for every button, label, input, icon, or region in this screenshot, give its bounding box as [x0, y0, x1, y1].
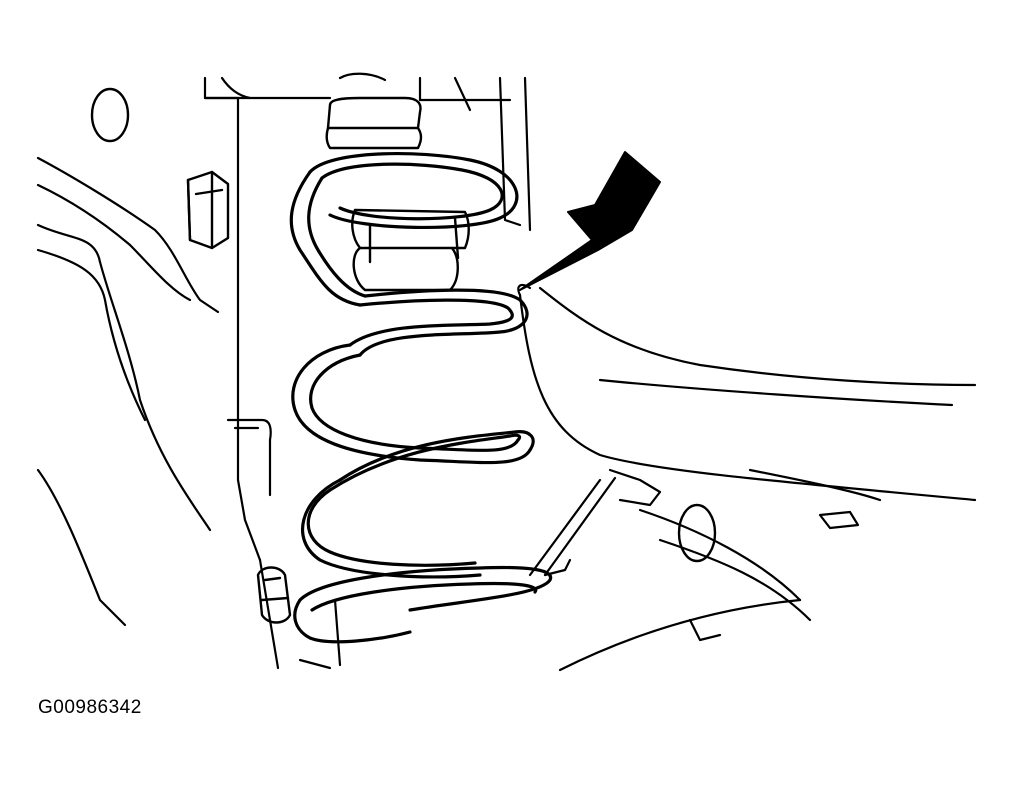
strut-rod-end — [256, 566, 292, 624]
left-frame-rail — [36, 156, 220, 627]
coil-spring — [289, 151, 553, 644]
strut-tower — [203, 72, 532, 562]
mounting-hole-upper-left — [90, 87, 130, 143]
arrow-icon — [519, 151, 661, 291]
lower-bracket — [226, 418, 882, 672]
hex-bolt — [186, 170, 230, 250]
lower-control-arm — [517, 283, 977, 502]
upper-spring-seat — [325, 96, 470, 292]
figure-id-caption: G00986342 — [38, 697, 142, 718]
mounting-hole-lower-right — [677, 503, 717, 563]
